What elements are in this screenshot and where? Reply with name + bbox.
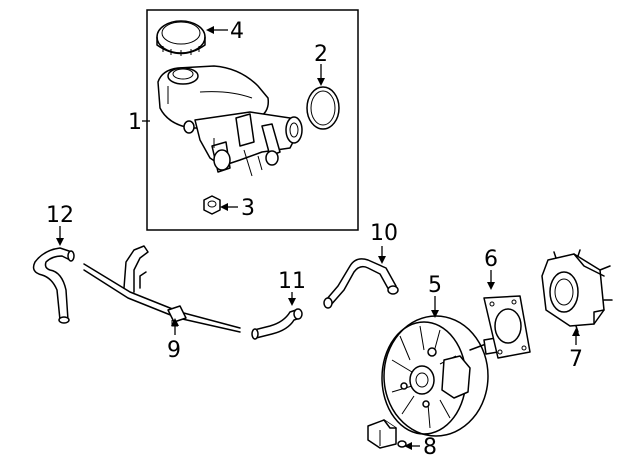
callout-12: 12	[46, 203, 74, 228]
short-hose	[251, 308, 303, 340]
gasket	[483, 295, 531, 359]
bent-hose	[323, 258, 399, 309]
spacer-adapter	[541, 249, 613, 333]
callout-11: 11	[278, 269, 306, 294]
callout-8: 8	[423, 435, 437, 460]
master-cylinder-group-box	[146, 9, 359, 231]
brake-booster	[381, 315, 499, 437]
vacuum-tube	[83, 245, 241, 333]
vacuum-sensor	[367, 419, 407, 449]
nut	[203, 195, 221, 215]
callout-3: 3	[241, 196, 255, 221]
leader-lines	[56, 26, 580, 450]
callout-10: 10	[370, 221, 398, 246]
seal-ring	[306, 86, 340, 130]
hose	[32, 247, 75, 324]
callout-1: 1	[128, 110, 142, 135]
callout-5: 5	[428, 273, 442, 298]
callout-9: 9	[167, 338, 181, 363]
callout-7: 7	[569, 347, 583, 372]
callout-4: 4	[230, 19, 244, 44]
reservoir-cap	[156, 20, 206, 56]
master-cylinder	[157, 65, 303, 177]
callout-2: 2	[314, 42, 328, 67]
callout-labels: 1 2 3 4 5 6 7 8 9 10 11 12	[46, 19, 583, 460]
callout-6: 6	[484, 247, 498, 272]
